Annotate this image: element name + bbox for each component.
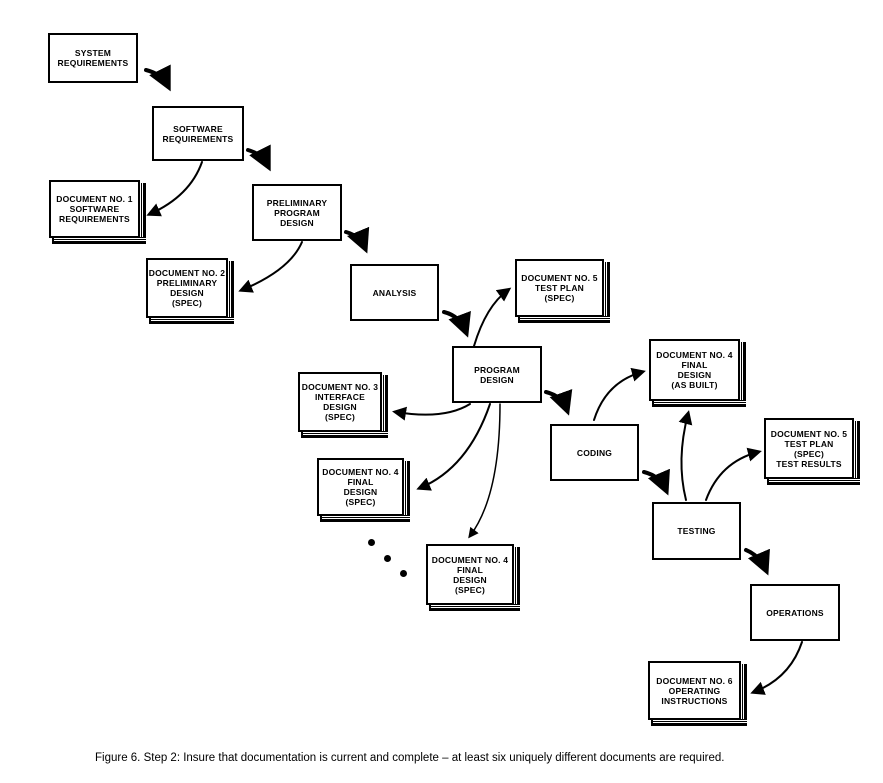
- document-4-final-design-spec-b: DOCUMENT NO. 4 FINAL DESIGN (SPEC): [426, 544, 520, 611]
- software-requirements-label: SOFTWARE REQUIREMENTS: [162, 123, 234, 144]
- arrow-to-document-1: [146, 161, 203, 217]
- software-requirements-box: SOFTWARE REQUIREMENTS: [152, 106, 244, 161]
- document-4-final-design-spec-a: DOCUMENT NO. 4 FINAL DESIGN (SPEC): [317, 458, 410, 522]
- arrow-to-document-5-results: [705, 447, 762, 501]
- arrow-coding-to-testing: [642, 468, 670, 496]
- document-3-label: DOCUMENT NO. 3 INTERFACE DESIGN (SPEC): [301, 382, 379, 422]
- document-5-results-label: DOCUMENT NO. 5 TEST PLAN (SPEC) TEST RES…: [770, 428, 848, 469]
- arrow-to-document-4-spec-b: [468, 403, 501, 539]
- coding-label: CODING: [576, 447, 613, 458]
- coding-box: CODING: [550, 424, 639, 481]
- document-6-operating-instructions: DOCUMENT NO. 6 OPERATING INSTRUCTIONS: [648, 661, 747, 726]
- document-5-test-plan-spec: DOCUMENT NO. 5 TEST PLAN (SPEC): [515, 259, 610, 323]
- document-4-final-design-as-built: DOCUMENT NO. 4 FINAL DESIGN (AS BUILT): [649, 339, 746, 407]
- document-4-spec-a-label: DOCUMENT NO. 4 FINAL DESIGN (SPEC): [322, 467, 399, 507]
- arrow-to-document-4-as-built: [593, 367, 646, 421]
- arrow-analysis-to-program-design: [442, 310, 471, 338]
- document-4-as-built-label: DOCUMENT NO. 4 FINAL DESIGN (AS BUILT): [656, 350, 733, 390]
- testing-box: TESTING: [652, 502, 741, 560]
- system-requirements-box: SYSTEM REQUIREMENTS: [48, 33, 138, 83]
- document-2-preliminary-design: DOCUMENT NO. 2 PRELIMINARY DESIGN (SPEC): [146, 258, 234, 324]
- document-5-spec-label: DOCUMENT NO. 5 TEST PLAN (SPEC): [521, 273, 598, 303]
- testing-label: TESTING: [677, 526, 716, 536]
- arrow-testing-to-operations: [744, 548, 770, 576]
- system-requirements-label: SYSTEM REQUIREMENTS: [57, 48, 129, 68]
- arrow-system-to-software: [144, 64, 171, 92]
- arrow-testing-to-document-4-as-built: [678, 410, 693, 501]
- program-design-label: PROGRAM DESIGN: [474, 364, 520, 385]
- document-1-label: DOCUMENT NO. 1 SOFTWARE REQUIREMENTS: [56, 194, 133, 224]
- arrow-to-document-5-spec: [473, 287, 512, 347]
- analysis-label: ANALYSIS: [372, 287, 417, 298]
- document-2-label: DOCUMENT NO. 2 PRELIMINARY DESIGN (SPEC): [148, 268, 226, 308]
- program-design-box: PROGRAM DESIGN: [452, 346, 542, 403]
- arrow-to-document-6: [750, 641, 803, 695]
- arrow-program-design-to-coding: [544, 389, 573, 416]
- ellipsis-dot-3: [400, 570, 407, 577]
- arrow-to-document-3: [392, 403, 471, 421]
- document-6-label: DOCUMENT NO. 6 OPERATING INSTRUCTIONS: [656, 675, 733, 706]
- arrow-to-document-2: [238, 241, 303, 293]
- operations-box: OPERATIONS: [750, 584, 840, 641]
- ellipsis-dot-2: [384, 555, 391, 562]
- figure-caption: Figure 6. Step 2: Insure that documentat…: [95, 752, 725, 764]
- document-5-test-plan-results: DOCUMENT NO. 5 TEST PLAN (SPEC) TEST RES…: [764, 418, 860, 485]
- arrow-to-document-4-spec-a: [416, 403, 491, 491]
- arrow-preliminary-to-analysis: [344, 226, 370, 254]
- arrow-software-to-preliminary: [246, 144, 271, 172]
- operations-label: OPERATIONS: [766, 607, 824, 618]
- preliminary-program-design-label: PRELIMINARY PROGRAM DESIGN: [266, 197, 328, 228]
- document-1-software-requirements: DOCUMENT NO. 1 SOFTWARE REQUIREMENTS: [49, 180, 146, 244]
- ellipsis-dot-1: [368, 539, 375, 546]
- document-3-interface-design: DOCUMENT NO. 3 INTERFACE DESIGN (SPEC): [298, 372, 388, 438]
- document-4-spec-b-label: DOCUMENT NO. 4 FINAL DESIGN (SPEC): [431, 554, 509, 595]
- analysis-box: ANALYSIS: [350, 264, 439, 321]
- preliminary-program-design-box: PRELIMINARY PROGRAM DESIGN: [252, 184, 342, 241]
